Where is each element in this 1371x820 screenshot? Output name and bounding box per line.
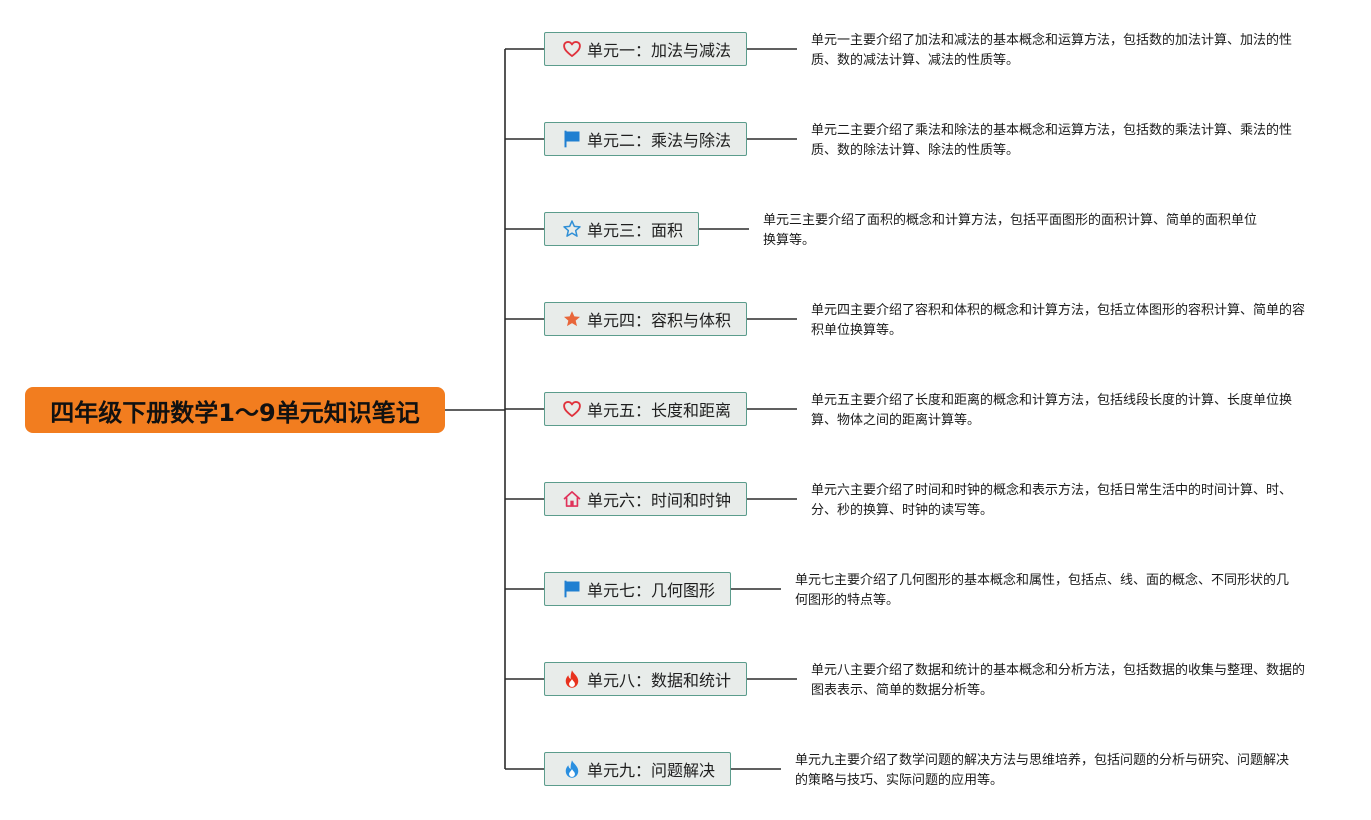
note-unit-2: 单元二主要介绍了乘法和除法的基本概念和运算方法，包括数的乘法计算、乘法的性质、数…: [811, 123, 1293, 158]
topic-label: 单元六：时间和时钟: [587, 491, 732, 510]
topic-unit-4[interactable]: 单元四：容积与体积: [544, 302, 747, 336]
note-unit-9: 单元九主要介绍了数学问题的解决方法与思维培养，包括问题的分析与研究、问题解决的策…: [795, 753, 1290, 788]
note-unit-6: 单元六主要介绍了时间和时钟的概念和表示方法，包括日常生活中的时间计算、时、分、秒…: [811, 483, 1293, 518]
topic-label: 单元九：问题解决: [587, 761, 716, 780]
note-unit-3: 单元三主要介绍了面积的概念和计算方法，包括平面图形的面积计算、简单的面积单位换算…: [763, 213, 1258, 248]
topic-unit-9[interactable]: 单元九：问题解决: [544, 752, 731, 786]
topic-label: 单元七：几何图形: [587, 581, 716, 600]
topic-label: 单元二：乘法与除法: [587, 131, 732, 150]
note-unit-4: 单元四主要介绍了容积和体积的概念和计算方法，包括立体图形的容积计算、简单的容积单…: [811, 303, 1306, 338]
heart-icon: [561, 398, 583, 420]
star-filled-icon: [561, 308, 583, 330]
fire-icon: [561, 668, 583, 690]
home-icon: [561, 488, 583, 510]
topic-label: 单元一：加法与减法: [587, 41, 732, 60]
topic-label: 单元八：数据和统计: [587, 671, 732, 690]
topic-unit-1[interactable]: 单元一：加法与减法: [544, 32, 747, 66]
star-outline-icon: [561, 218, 583, 240]
topic-unit-2[interactable]: 单元二：乘法与除法: [544, 122, 747, 156]
root-topic[interactable]: 四年级下册数学1～9单元知识笔记: [25, 387, 445, 433]
topic-unit-7[interactable]: 单元七：几何图形: [544, 572, 731, 606]
note-unit-5: 单元五主要介绍了长度和距离的概念和计算方法，包括线段长度的计算、长度单位换算、物…: [811, 393, 1293, 428]
topic-unit-8[interactable]: 单元八：数据和统计: [544, 662, 747, 696]
topic-label: 单元五：长度和距离: [587, 401, 732, 420]
flame-blue-icon: [561, 758, 583, 780]
note-unit-8: 单元八主要介绍了数据和统计的基本概念和分析方法，包括数据的收集与整理、数据的图表…: [811, 663, 1306, 698]
topic-unit-6[interactable]: 单元六：时间和时钟: [544, 482, 747, 516]
topic-unit-5[interactable]: 单元五：长度和距离: [544, 392, 747, 426]
root-title: 四年级下册数学1～9单元知识笔记: [50, 398, 420, 427]
heart-icon: [561, 38, 583, 60]
note-unit-7: 单元七主要介绍了几何图形的基本概念和属性，包括点、线、面的概念、不同形状的几何图…: [795, 573, 1290, 608]
flag-icon: [561, 128, 583, 150]
topic-label: 单元三：面积: [587, 221, 684, 240]
topic-unit-3[interactable]: 单元三：面积: [544, 212, 699, 246]
flag-icon: [561, 578, 583, 600]
topic-label: 单元四：容积与体积: [587, 311, 732, 330]
note-unit-1: 单元一主要介绍了加法和减法的基本概念和运算方法，包括数的加法计算、加法的性质、数…: [811, 33, 1293, 68]
